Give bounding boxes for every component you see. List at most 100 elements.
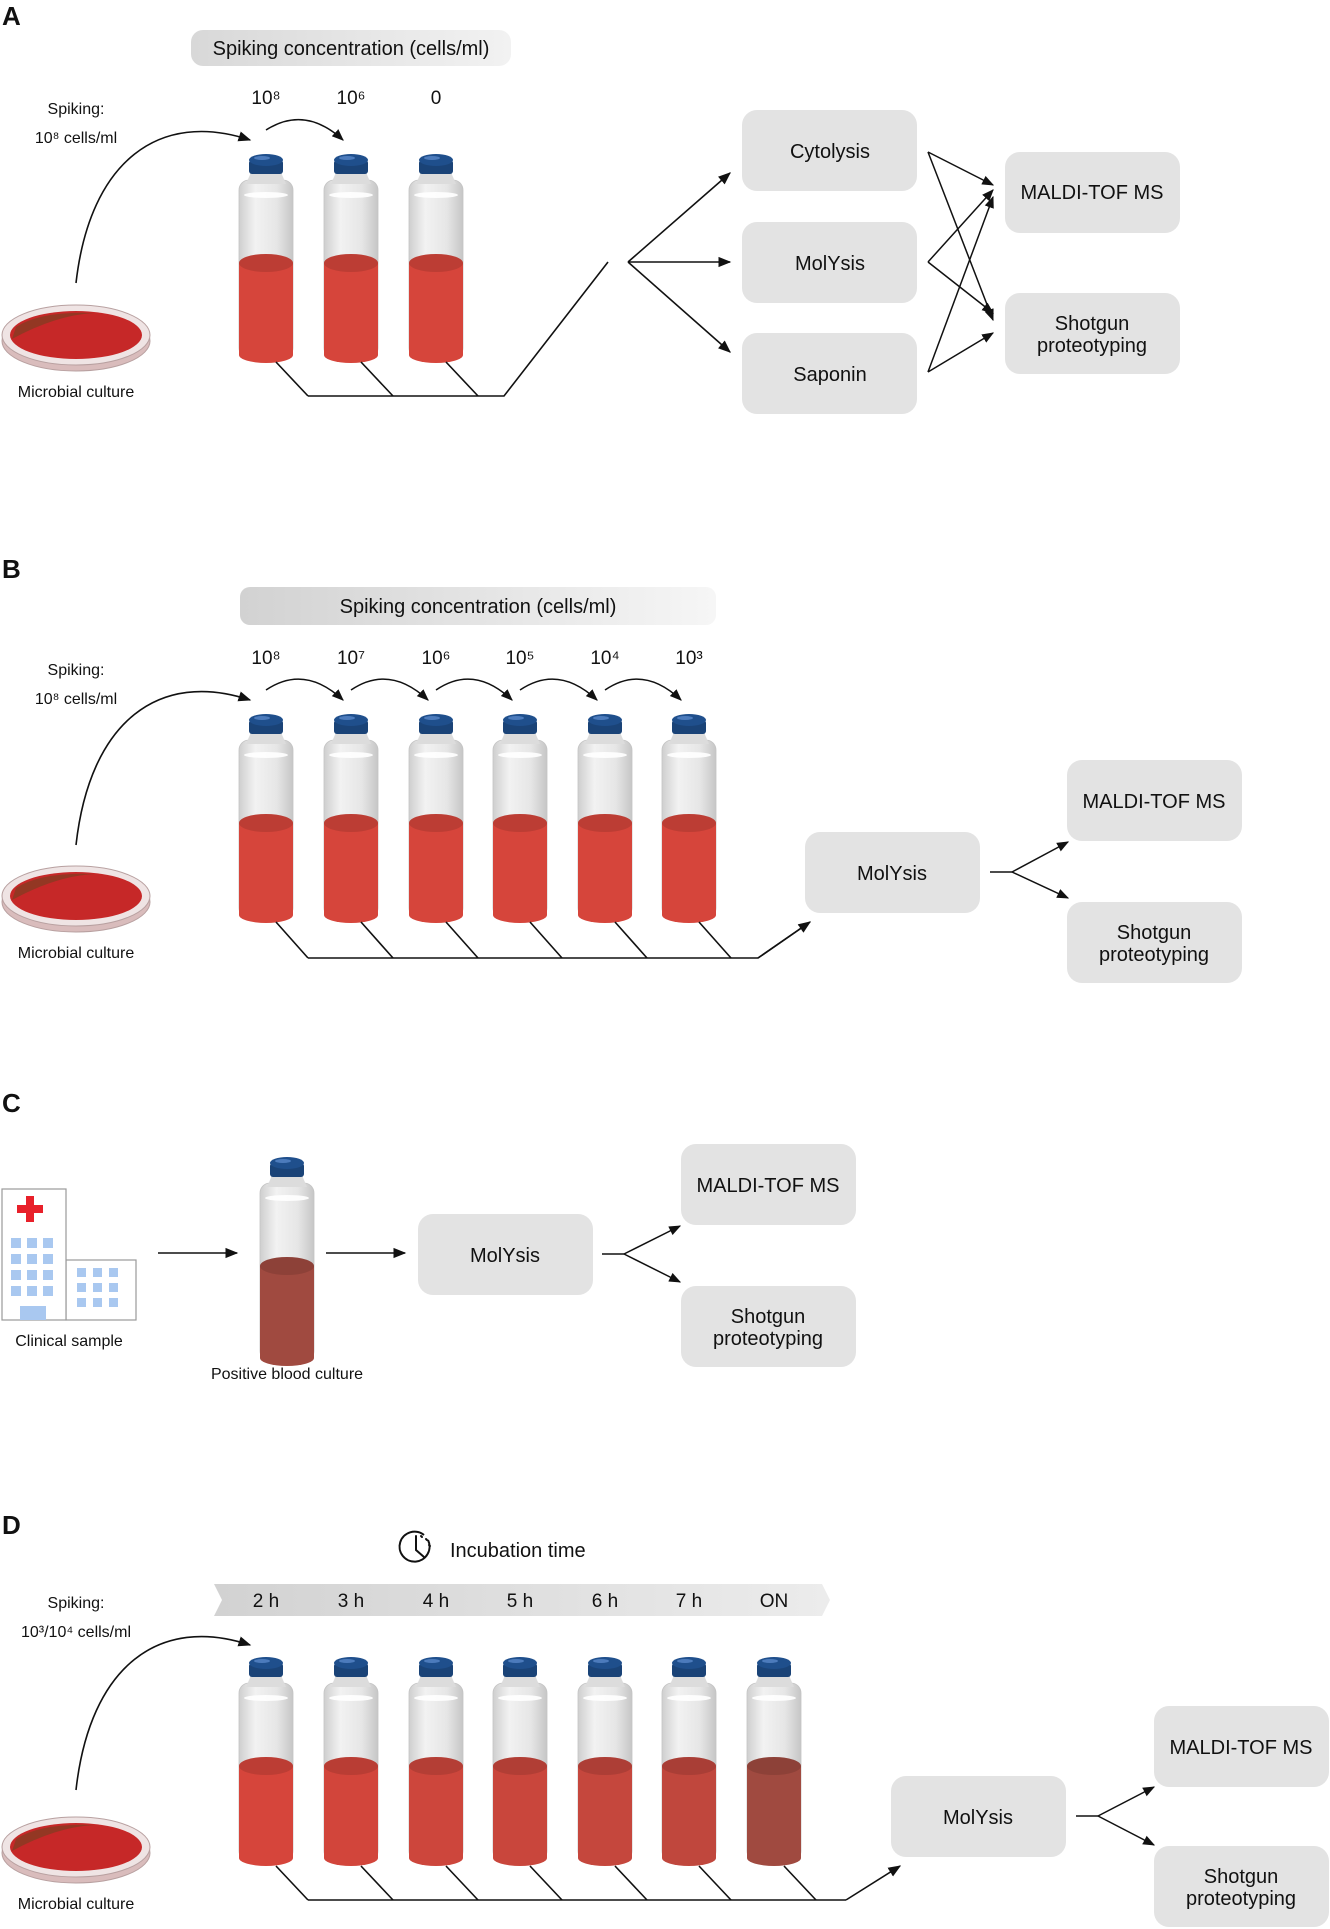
petri-dish-icon [1,1816,151,1884]
panel-letter-c: C [2,1088,21,1118]
blood-culture-bottle [323,1657,379,1866]
dilution-arrow [265,678,344,701]
treatment-box [891,1776,1066,1857]
output-label: MALDI-TOF MS [1170,1737,1313,1759]
time-label: 4 h [423,1591,449,1612]
blood-culture-bottle [238,154,294,363]
culture-label: Microbial culture [18,384,135,401]
blood-culture-bottle [408,714,464,923]
time-row: 2 h 3 h 4 h 5 h 6 h 7 h ON [253,1591,788,1612]
dilution-arrow [265,118,344,141]
blood-culture-bottle [577,714,633,923]
output-box [681,1144,856,1225]
blood-culture-bottle [661,1657,717,1866]
treatment-box [418,1214,593,1295]
split-arrows [990,841,1070,899]
concentration-label: 10⁸ [251,88,280,109]
panel-letter-b: B [2,554,21,584]
blood-culture-bottle [492,1657,548,1866]
dilution-arrow [350,678,429,701]
pooling-bracket [275,261,609,397]
incubation-time-label: Incubation time [450,1540,586,1562]
time-label: 6 h [592,1591,618,1612]
time-label: ON [760,1591,789,1612]
time-label: 5 h [507,1591,533,1612]
output-box [1005,293,1180,374]
spiking-label: Spiking: [48,662,105,679]
blood-culture-bottle [746,1657,802,1866]
blood-culture-bottle [408,154,464,363]
spiking-value: 10³/10⁴ cells/ml [21,1624,131,1641]
dilution-arrow [604,678,682,701]
concentration-header-bar [191,30,511,66]
treatment-label: MolYsis [470,1245,540,1267]
panel-a: A Spiking concentration (cells/ml) Spiki… [1,1,1180,414]
blood-culture-bottle [323,714,379,923]
culture-label: Microbial culture [18,1896,135,1913]
panel-letter-d: D [2,1510,21,1540]
output-box [1067,760,1242,841]
output-box [1154,1706,1329,1787]
petri-dish-icon [1,304,151,372]
spiking-arrow [75,130,252,284]
concentration-label: 10⁶ [337,88,366,109]
time-axis-banner [214,1584,830,1616]
output-box [1154,1846,1329,1927]
hospital-icon [1,1188,137,1321]
treatment-label: MolYsis [857,863,927,885]
branch-arrows [627,172,732,353]
split-arrows [602,1225,682,1283]
blood-culture-bottle [238,714,294,923]
concentration-header: Spiking concentration (cells/ml) [213,38,490,60]
concentration-label: 10⁷ [337,648,365,669]
output-label: MALDI-TOF MS [697,1175,840,1197]
treatment-box [742,333,917,414]
pooling-bracket [275,921,812,959]
blood-culture-bottle [408,1657,464,1866]
time-label: 7 h [676,1591,702,1612]
bottle-row [238,1657,802,1866]
concentration-label: 10⁸ [251,648,280,669]
treatment-box [742,110,917,191]
timer-icon [398,1530,431,1563]
culture-label: Microbial culture [18,945,135,962]
pooling-bracket [275,1865,902,1901]
output-label: MALDI-TOF MS [1021,182,1164,204]
positive-blood-culture-bottle [259,1157,315,1366]
blood-culture-bottle [661,714,717,923]
cross-arrows [927,151,995,373]
concentration-label: 10³ [675,648,702,669]
output-box [681,1286,856,1367]
positive-blood-culture-label: Positive blood culture [211,1366,363,1383]
treatment-label: MolYsis [943,1807,1013,1829]
spiking-arrow [75,690,252,846]
panel-letter-a: A [2,1,21,31]
time-label: 3 h [338,1591,364,1612]
concentration-label: 0 [431,88,442,109]
blood-culture-bottle [577,1657,633,1866]
panel-d: D Incubation time 2 h 3 h 4 h 5 h 6 h 7 h ON S… [1,1510,1329,1927]
spiking-label: Spiking: [48,1595,105,1612]
dilution-arrow [435,678,513,701]
output-label: MALDI-TOF MS [1083,791,1226,813]
concentration-header: Spiking concentration (cells/ml) [340,596,617,618]
output-box [1067,902,1242,983]
concentration-label: 10⁵ [505,648,534,669]
spiking-arrow [75,1635,252,1791]
panel-b: B Spiking concentration (cells/ml) Spiki… [1,554,1242,983]
treatment-label: Cytolysis [790,141,870,163]
spiking-label: Spiking: [48,101,105,118]
time-label: 2 h [253,1591,279,1612]
spiking-value: 10⁸ cells/ml [35,130,117,147]
treatment-label: MolYsis [795,253,865,275]
blood-culture-bottle [238,1657,294,1866]
bottle-row [238,714,717,923]
clinical-sample-label: Clinical sample [15,1333,123,1350]
treatment-label: Saponin [793,364,866,386]
